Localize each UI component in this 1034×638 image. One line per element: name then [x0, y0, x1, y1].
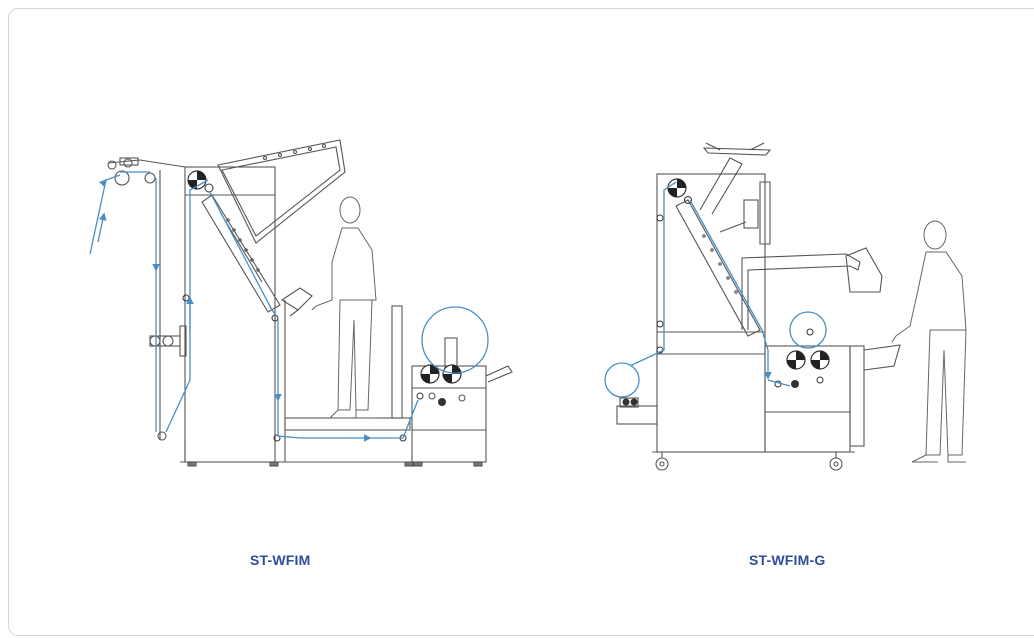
st-wfim-g-machine: [616, 142, 967, 471]
st-wfim-fabric-path: [89, 171, 489, 442]
st-wfim-machine: [107, 139, 513, 467]
operator-left: [311, 196, 377, 419]
operator-right: [891, 220, 967, 463]
st-wfim-caption: ST-WFIM: [250, 552, 311, 568]
st-wfim-g-fabric-path: [604, 181, 827, 398]
card-frame: [8, 8, 1034, 636]
st-wfim-g-caption: ST-WFIM-G: [749, 552, 826, 568]
st-wfim-rollers: [187, 170, 462, 384]
